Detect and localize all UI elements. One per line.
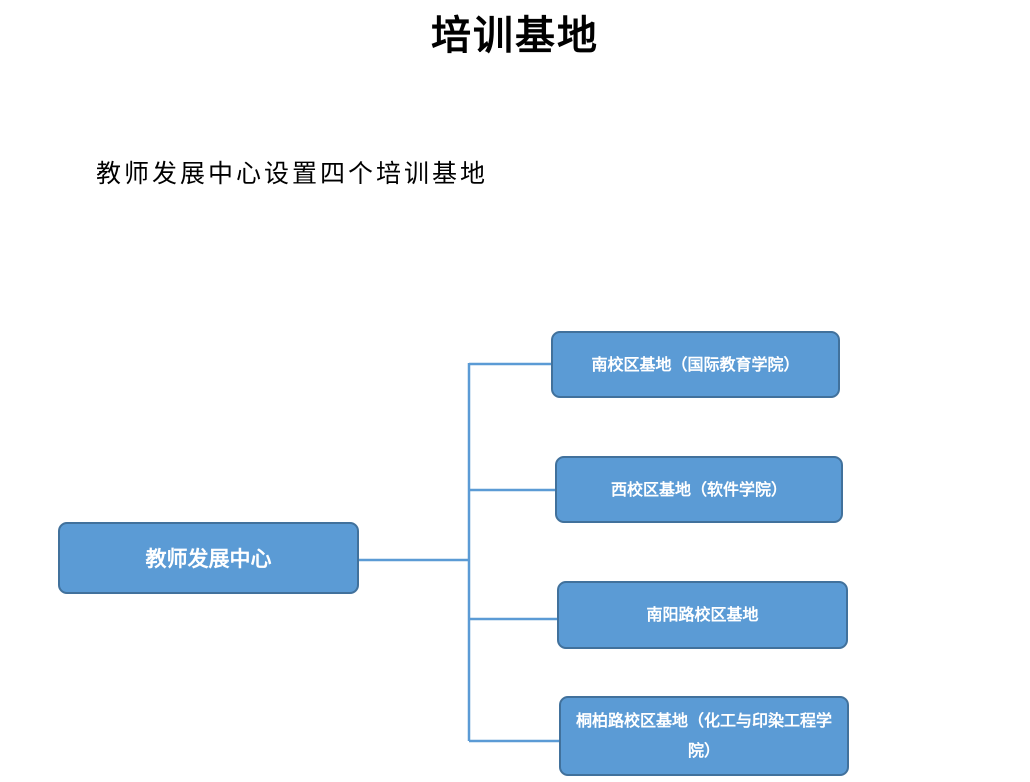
child-node-label: 桐柏路校区基地（化工与印染工程学院）: [575, 711, 832, 760]
child-node-label: 西校区基地（软件学院）: [610, 479, 787, 499]
child-node-label: 南校区基地（国际教育学院）: [591, 354, 800, 374]
child-node-label: 南阳路校区基地: [646, 605, 759, 624]
child-node-nanyang-road-campus: 南阳路校区基地: [557, 581, 848, 649]
root-node: 教师发展中心: [58, 522, 359, 594]
child-node-south-campus: 南校区基地（国际教育学院）: [551, 331, 840, 398]
page-title: 培训基地: [431, 12, 599, 59]
page-subtitle: 教师发展中心设置四个培训基地: [96, 159, 489, 188]
root-node-label: 教师发展中心: [145, 547, 272, 571]
child-node-tongbai-road-campus: 桐柏路校区基地（化工与印染工程学院）: [559, 696, 849, 776]
child-node-west-campus: 西校区基地（软件学院）: [555, 456, 843, 523]
